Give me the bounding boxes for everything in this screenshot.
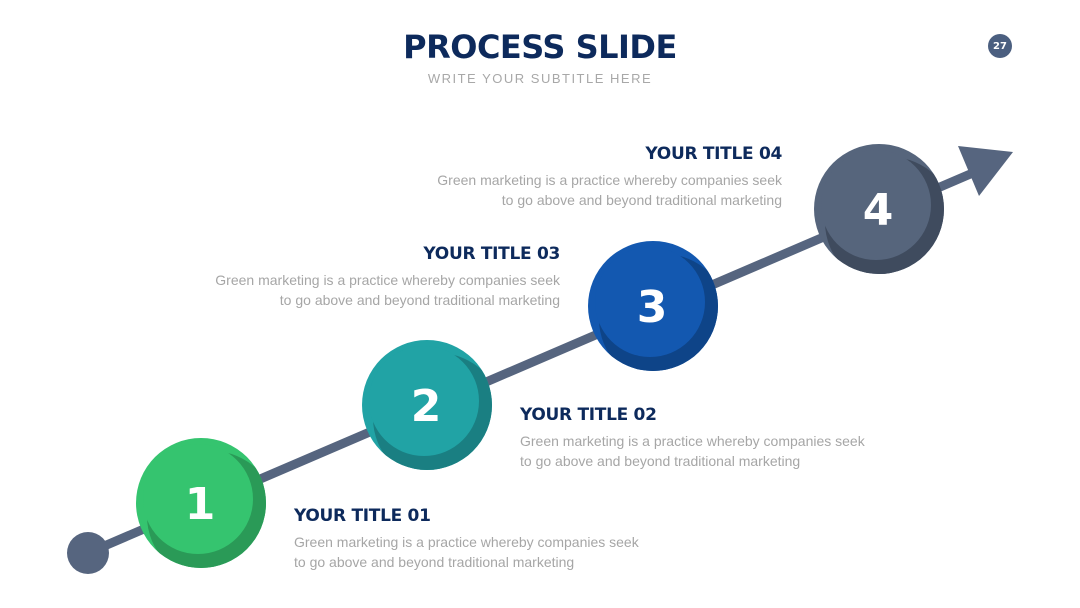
step-4-desc-line1: Green marketing is a practice whereby co…	[437, 172, 782, 188]
arrow-head	[958, 146, 1013, 196]
step-1-text: YOUR TITLE 01 Green marketing is a pract…	[294, 506, 654, 572]
step-3-title: YOUR TITLE 03	[423, 244, 560, 264]
step-1-number: 1	[185, 479, 216, 530]
step-2-desc-line1: Green marketing is a practice whereby co…	[520, 433, 865, 449]
step-2-title: YOUR TITLE 02	[520, 405, 657, 425]
step-3-text: YOUR TITLE 03 Green marketing is a pract…	[200, 244, 560, 310]
step-4-title: YOUR TITLE 04	[645, 144, 782, 164]
page-subtitle: WRITE YOUR SUBTITLE HERE	[427, 71, 653, 86]
step-1-title: YOUR TITLE 01	[294, 506, 431, 526]
page-number-badge: 27	[988, 34, 1012, 58]
step-3-number: 3	[637, 282, 668, 333]
step-2-circle: 2	[362, 340, 492, 470]
step-2-number: 2	[411, 381, 442, 432]
step-2-desc-line2: to go above and beyond traditional marke…	[520, 453, 801, 469]
step-1-desc-line2: to go above and beyond traditional marke…	[294, 554, 575, 570]
step-4-number: 4	[863, 185, 894, 236]
step-3-desc-line1: Green marketing is a practice whereby co…	[215, 272, 560, 288]
step-1-desc-line1: Green marketing is a practice whereby co…	[294, 534, 639, 550]
step-2-text: YOUR TITLE 02 Green marketing is a pract…	[520, 405, 880, 471]
step-4-circle: 4	[814, 144, 944, 274]
arrow-start-dot	[67, 532, 109, 574]
page-title: PROCESS SLIDE	[403, 28, 677, 66]
step-1-circle: 1	[136, 438, 266, 568]
step-4-desc-line2: to go above and beyond traditional marke…	[501, 192, 782, 208]
step-3-desc-line2: to go above and beyond traditional marke…	[279, 292, 560, 308]
step-4-text: YOUR TITLE 04 Green marketing is a pract…	[422, 144, 782, 210]
step-3-circle: 3	[588, 241, 718, 371]
